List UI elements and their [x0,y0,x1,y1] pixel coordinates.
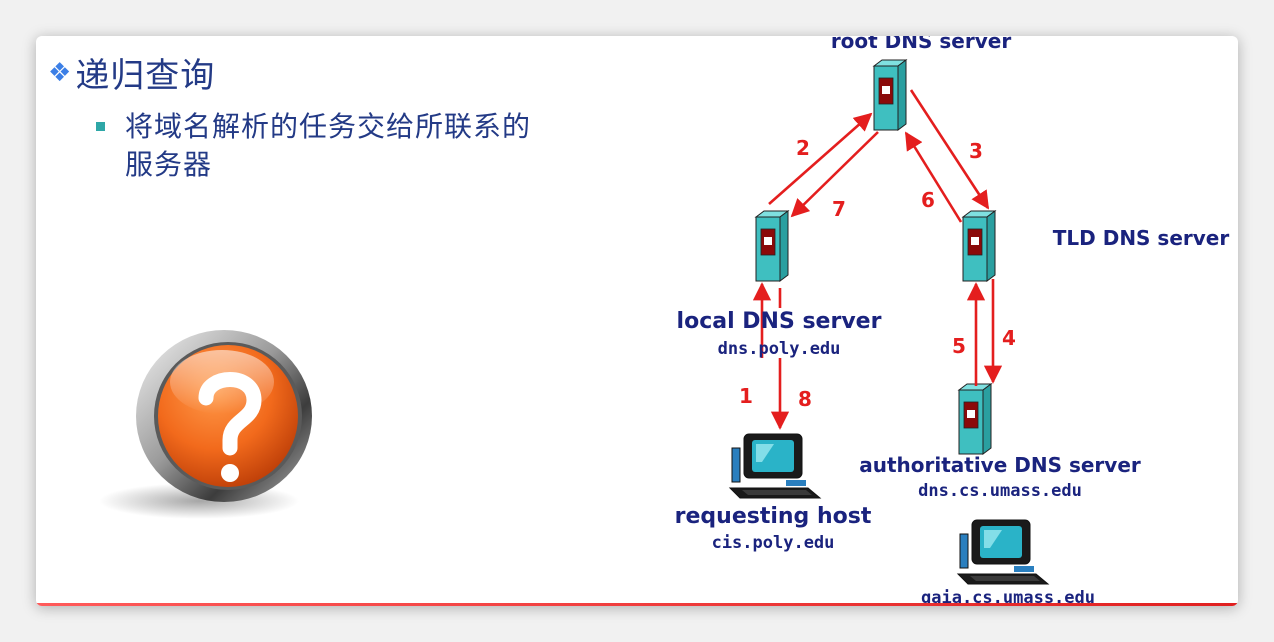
local-dns-server-label: local DNS server [677,309,882,334]
subpoint-text: 将域名解析的任务交给所联系的服务器 [125,110,532,181]
tld-server-icon [962,210,996,282]
requesting-host-computer-icon [729,433,821,499]
authoritative-dns-server-label: authoritative DNS server [859,453,1141,477]
subpoint: 将域名解析的任务交给所联系的服务器 [96,108,556,184]
local-dns-host-label: dns.poly.edu [718,339,841,359]
local-server-icon [755,210,789,282]
step-2-label: 2 [796,136,810,160]
gaia-host-name-label: gaia.cs.umass.edu [921,588,1095,606]
arrow-step-7 [790,131,879,218]
requesting-host-label: requesting host [675,504,872,529]
step-5-label: 5 [952,334,966,358]
heading-text: 递归查询 [75,56,216,96]
arrow-step-3 [909,89,990,210]
root-server-icon [873,59,907,131]
root-dns-server-label: root DNS server [831,36,1012,53]
arrow-step-6 [904,131,963,223]
step-4-label: 4 [1002,326,1016,350]
slide-bottom-rule [36,603,1238,606]
tld-dns-server-label: TLD DNS server [1053,226,1230,250]
requesting-host-name-label: cis.poly.edu [712,533,835,553]
slide-heading: ❖ 递归查询 [48,48,215,97]
question-mark-icon [99,330,312,519]
arrow-step-2 [768,112,873,205]
step-6-label: 6 [921,188,935,212]
slide: ❖ 递归查询 将域名解析的任务交给所联系的服务器 [36,36,1238,606]
authoritative-server-icon [958,383,992,455]
diamond-bullet-icon: ❖ [48,57,72,88]
step-3-label: 3 [969,139,983,163]
gaia-host-computer-icon [957,519,1049,585]
square-bullet-icon [96,122,105,131]
dns-diagram: 2 3 7 6 4 5 1 8 root DNS server TLD DNS … [675,36,1230,606]
authoritative-dns-host-label: dns.cs.umass.edu [918,481,1082,501]
step-7-label: 7 [832,197,846,221]
step-8-label: 8 [798,387,812,411]
step-1-label: 1 [739,384,753,408]
